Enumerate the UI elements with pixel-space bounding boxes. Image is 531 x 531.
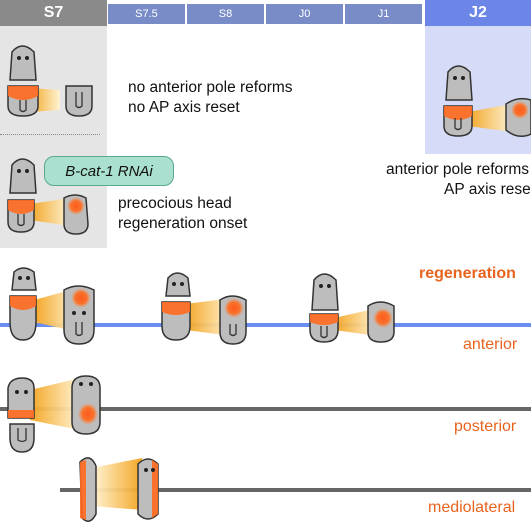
- panel-divider: [0, 134, 100, 135]
- stage-j2: J2: [425, 0, 531, 26]
- worm-mediolateral: [79, 457, 159, 522]
- worm-tail-top-left: [65, 85, 93, 117]
- row-label-mediolateral: mediolateral: [428, 499, 516, 516]
- worm-posterior: [7, 375, 101, 453]
- worm-head-j2: [445, 65, 473, 101]
- stage-s8: S8: [187, 4, 264, 24]
- worm-trunk-top-left: [7, 85, 60, 117]
- row-label-posterior: posterior: [454, 418, 517, 435]
- stage-j1: J1: [345, 4, 422, 24]
- worm-head-top-left: [9, 45, 37, 81]
- rnai-badge: B-cat-1 RNAi: [44, 156, 174, 186]
- precocious-text-1: precocious head: [118, 195, 232, 212]
- worm-trunk-rnai: [7, 194, 89, 235]
- precocious-text-2: regeneration onset: [118, 215, 248, 232]
- stage-j0: J0: [266, 4, 343, 24]
- row-label-regeneration: regeneration: [419, 265, 516, 282]
- stage-s7-5: S7.5: [108, 4, 185, 24]
- worm-head-rnai: [9, 158, 37, 194]
- pole-reforms-text-1: anterior pole reforms: [386, 161, 530, 178]
- row-label-anterior: anterior: [463, 336, 518, 353]
- worm-trunk-j2: [443, 97, 531, 137]
- worm-anterior-2: [161, 272, 247, 345]
- worm-anterior-1: [9, 267, 95, 345]
- stage-s7: S7: [0, 0, 107, 26]
- no-pole-text-1: no anterior pole reforms: [128, 79, 293, 96]
- timeline-bar: S7 S7.5 S8 J0 J1 J2: [0, 0, 531, 26]
- worm-anterior-3: [309, 273, 395, 343]
- no-pole-text-2: no AP axis reset: [128, 99, 240, 116]
- pole-reforms-text-2: AP axis reset: [444, 181, 531, 198]
